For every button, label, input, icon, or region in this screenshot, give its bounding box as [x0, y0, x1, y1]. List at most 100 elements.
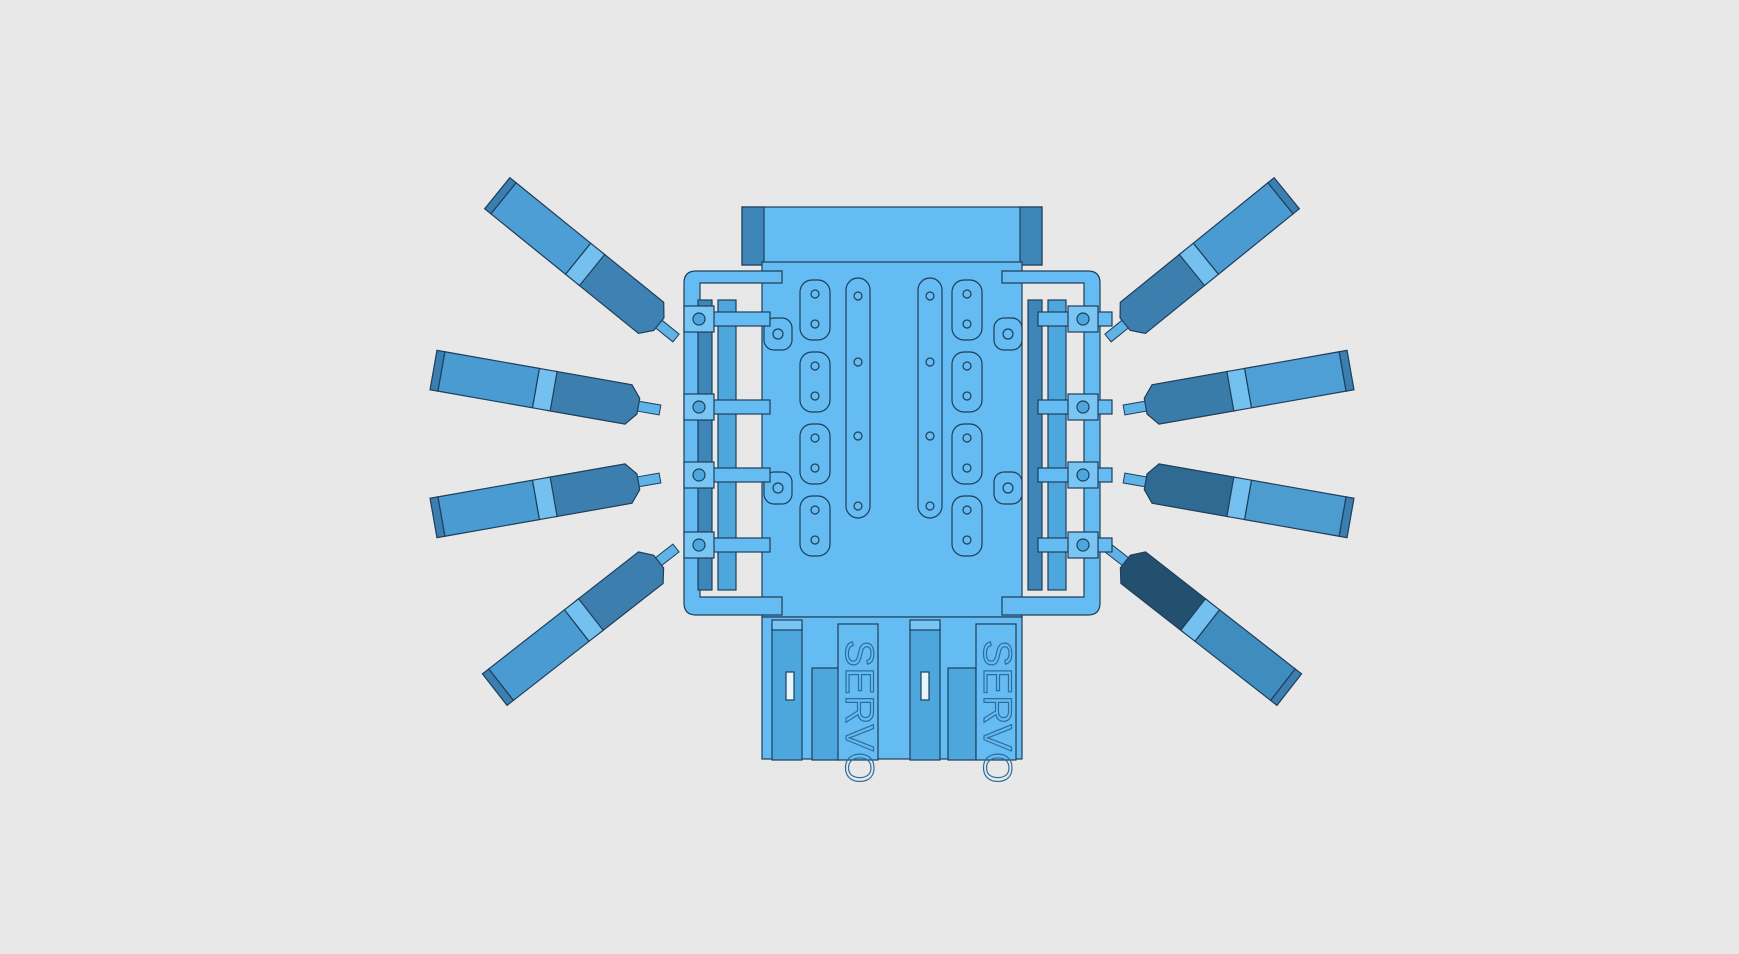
rail-right	[1027, 299, 1113, 591]
leg-cap	[1267, 176, 1301, 215]
leg-segment	[437, 351, 541, 409]
pivot-plate	[951, 495, 983, 557]
pivot-plate-5	[951, 279, 983, 341]
rail-track	[697, 299, 713, 591]
leg-7	[1122, 463, 1355, 539]
pivot-hole	[810, 391, 820, 401]
top-tab-right-wall	[1019, 206, 1043, 266]
link-bar	[845, 277, 871, 519]
servo-housings: SERVO SERVO	[771, 619, 1020, 785]
rail-joint	[692, 468, 706, 482]
pivot-hole	[810, 319, 820, 329]
pivot-hole	[810, 463, 820, 473]
legs-group	[429, 176, 1355, 707]
pivot-plate	[799, 351, 831, 413]
leg-cap	[429, 496, 446, 539]
pivot-plate-3	[799, 423, 831, 485]
link-hole	[853, 357, 863, 367]
leg-segment	[1243, 479, 1347, 537]
frame-tab-hole	[1002, 328, 1014, 340]
pivot-plate	[951, 279, 983, 341]
frame-tab-2	[763, 471, 793, 505]
leg-segment	[490, 181, 592, 276]
link-bar-left	[845, 277, 871, 519]
pivot-hole	[962, 319, 972, 329]
rail-joint	[692, 538, 706, 552]
rail-bar	[1047, 299, 1067, 591]
leg-segment	[437, 479, 541, 537]
linkages	[763, 277, 1023, 557]
pivot-plate	[799, 423, 831, 485]
rail-joint	[1076, 312, 1090, 326]
leg-segment	[1192, 181, 1294, 276]
pivot-plate-1	[799, 279, 831, 341]
pivot-plate-6	[951, 351, 983, 413]
leg-cap	[429, 349, 446, 392]
frame-tab	[993, 471, 1023, 505]
leg-6	[1122, 349, 1355, 425]
leg-cap	[1338, 496, 1355, 539]
pivot-hole	[962, 433, 972, 443]
rails	[683, 299, 1113, 591]
link-bar	[917, 277, 943, 519]
pivot-hole	[962, 535, 972, 545]
rail-track	[1027, 299, 1043, 591]
pivot-plate	[951, 423, 983, 485]
link-bar-right	[917, 277, 943, 519]
pivot-plate	[951, 351, 983, 413]
pivot-plate-8	[951, 495, 983, 557]
link-hole	[853, 431, 863, 441]
rail-left	[683, 299, 771, 591]
link-hole	[853, 291, 863, 301]
link-hole	[853, 501, 863, 511]
frame-tab-4	[993, 471, 1023, 505]
rail-joint	[692, 400, 706, 414]
right-frame	[1001, 270, 1101, 616]
pivot-plate-2	[799, 351, 831, 413]
pivot-hole	[962, 505, 972, 515]
left-frame	[683, 270, 783, 616]
leg-foot	[1143, 463, 1237, 518]
leg-cap	[483, 176, 517, 215]
pivot-hole	[810, 535, 820, 545]
link-hole	[925, 431, 935, 441]
servo-left: SERVO	[771, 619, 882, 785]
leg-1	[483, 176, 680, 343]
pivot-hole	[810, 433, 820, 443]
link-hole	[925, 357, 935, 367]
leg-segment	[1194, 608, 1297, 702]
rail-joint	[1076, 538, 1090, 552]
pivot-hole	[962, 289, 972, 299]
leg-foot	[547, 463, 641, 518]
link-hole	[925, 291, 935, 301]
pivot-hole	[962, 361, 972, 371]
frame-tab	[763, 317, 793, 351]
pivot-hole	[810, 361, 820, 371]
leg-foot	[547, 370, 641, 425]
leg-4	[481, 543, 680, 707]
pivot-hole	[962, 391, 972, 401]
leg-2	[429, 349, 662, 425]
leg-cap	[481, 668, 515, 707]
top-tab-left-wall	[741, 206, 765, 266]
leg-cap	[1269, 668, 1303, 707]
frame-tab	[763, 471, 793, 505]
frame-tab-1	[763, 317, 793, 351]
servo-left-label: SERVO	[837, 640, 881, 784]
leg-5	[1104, 176, 1301, 343]
pivot-plate-7	[951, 423, 983, 485]
leg-3	[429, 463, 662, 539]
frame-tab-hole	[1002, 482, 1014, 494]
leg-8	[1104, 543, 1303, 707]
pivot-hole	[810, 505, 820, 515]
pivot-hole	[810, 289, 820, 299]
pivot-plate	[799, 495, 831, 557]
pivot-hole	[962, 463, 972, 473]
rail-joint	[1076, 468, 1090, 482]
servo-right: SERVO	[909, 619, 1020, 785]
leg-foot	[1143, 370, 1237, 425]
leg-cap	[1338, 349, 1355, 392]
frame-tab-3	[993, 317, 1023, 351]
